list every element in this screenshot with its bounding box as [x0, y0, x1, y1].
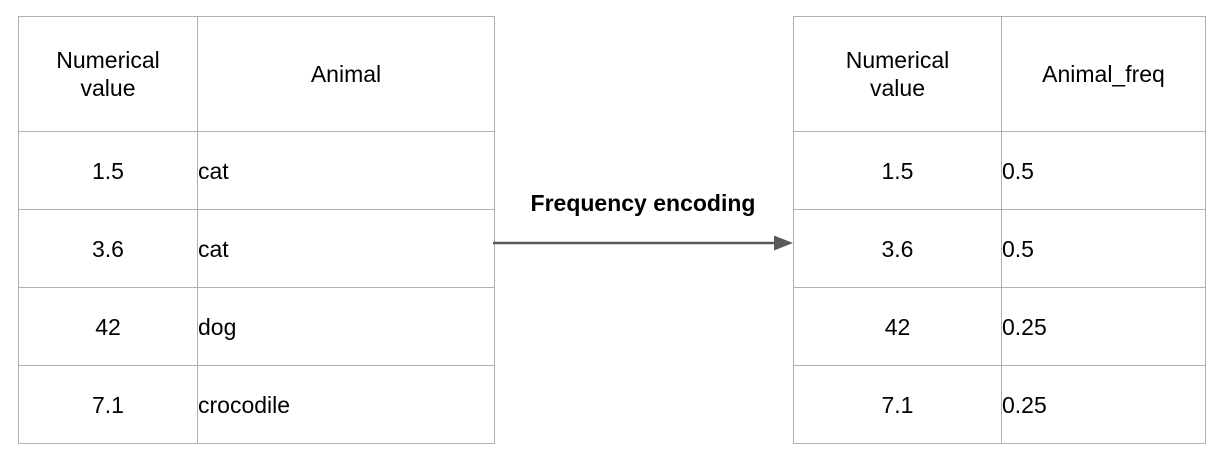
cell-numerical-value: 42 — [18, 287, 198, 366]
cell-numerical-value: 1.5 — [793, 131, 1002, 210]
transform-arrow-group: Frequency encoding — [492, 190, 794, 260]
cell-animal-freq: 0.5 — [1001, 131, 1206, 210]
header-label: Numerical value — [56, 47, 160, 101]
table-row: 7.1 crocodile — [18, 365, 495, 444]
source-table-header: Numerical value Animal — [18, 16, 495, 132]
cell-animal: crocodile — [197, 365, 495, 444]
table-row: 7.1 0.25 — [793, 365, 1206, 444]
header-label: Animal_freq — [1042, 61, 1165, 87]
header-label: Numerical value — [845, 47, 950, 101]
source-header-numerical-value: Numerical value — [18, 16, 198, 132]
table-row: 1.5 cat — [18, 131, 495, 210]
cell-numerical-value: 7.1 — [18, 365, 198, 444]
result-header-numerical-value: Numerical value — [793, 16, 1002, 132]
cell-numerical-value: 42 — [793, 287, 1002, 366]
result-table-header: Numerical value Animal_freq — [793, 16, 1206, 132]
result-table: Numerical value Animal_freq 1.5 0.5 3.6 … — [793, 16, 1206, 444]
table-header-row: Numerical value Animal — [18, 16, 495, 132]
table-row: 1.5 0.5 — [793, 131, 1206, 210]
result-header-animal-freq: Animal_freq — [1001, 16, 1206, 132]
table-header-row: Numerical value Animal_freq — [793, 16, 1206, 132]
cell-numerical-value: 3.6 — [18, 209, 198, 288]
source-table: Numerical value Animal 1.5 cat 3.6 cat 4… — [18, 16, 495, 444]
source-table-body: 1.5 cat 3.6 cat 42 dog 7.1 crocodile — [18, 131, 495, 444]
table-row: 3.6 cat — [18, 209, 495, 288]
table-row: 42 dog — [18, 287, 495, 366]
cell-animal: cat — [197, 209, 495, 288]
cell-numerical-value: 1.5 — [18, 131, 198, 210]
result-table-body: 1.5 0.5 3.6 0.5 42 0.25 7.1 0.25 — [793, 131, 1206, 444]
cell-animal-freq: 0.25 — [1001, 365, 1206, 444]
cell-animal-freq: 0.5 — [1001, 209, 1206, 288]
table-row: 42 0.25 — [793, 287, 1206, 366]
cell-numerical-value: 7.1 — [793, 365, 1002, 444]
cell-animal-freq: 0.25 — [1001, 287, 1206, 366]
cell-numerical-value: 3.6 — [793, 209, 1002, 288]
arrow-right-icon — [493, 235, 793, 251]
header-label: Animal — [310, 61, 382, 87]
cell-animal: dog — [197, 287, 495, 366]
transform-label: Frequency encoding — [530, 190, 756, 216]
source-header-animal: Animal — [197, 16, 495, 132]
table-row: 3.6 0.5 — [793, 209, 1206, 288]
cell-animal: cat — [197, 131, 495, 210]
